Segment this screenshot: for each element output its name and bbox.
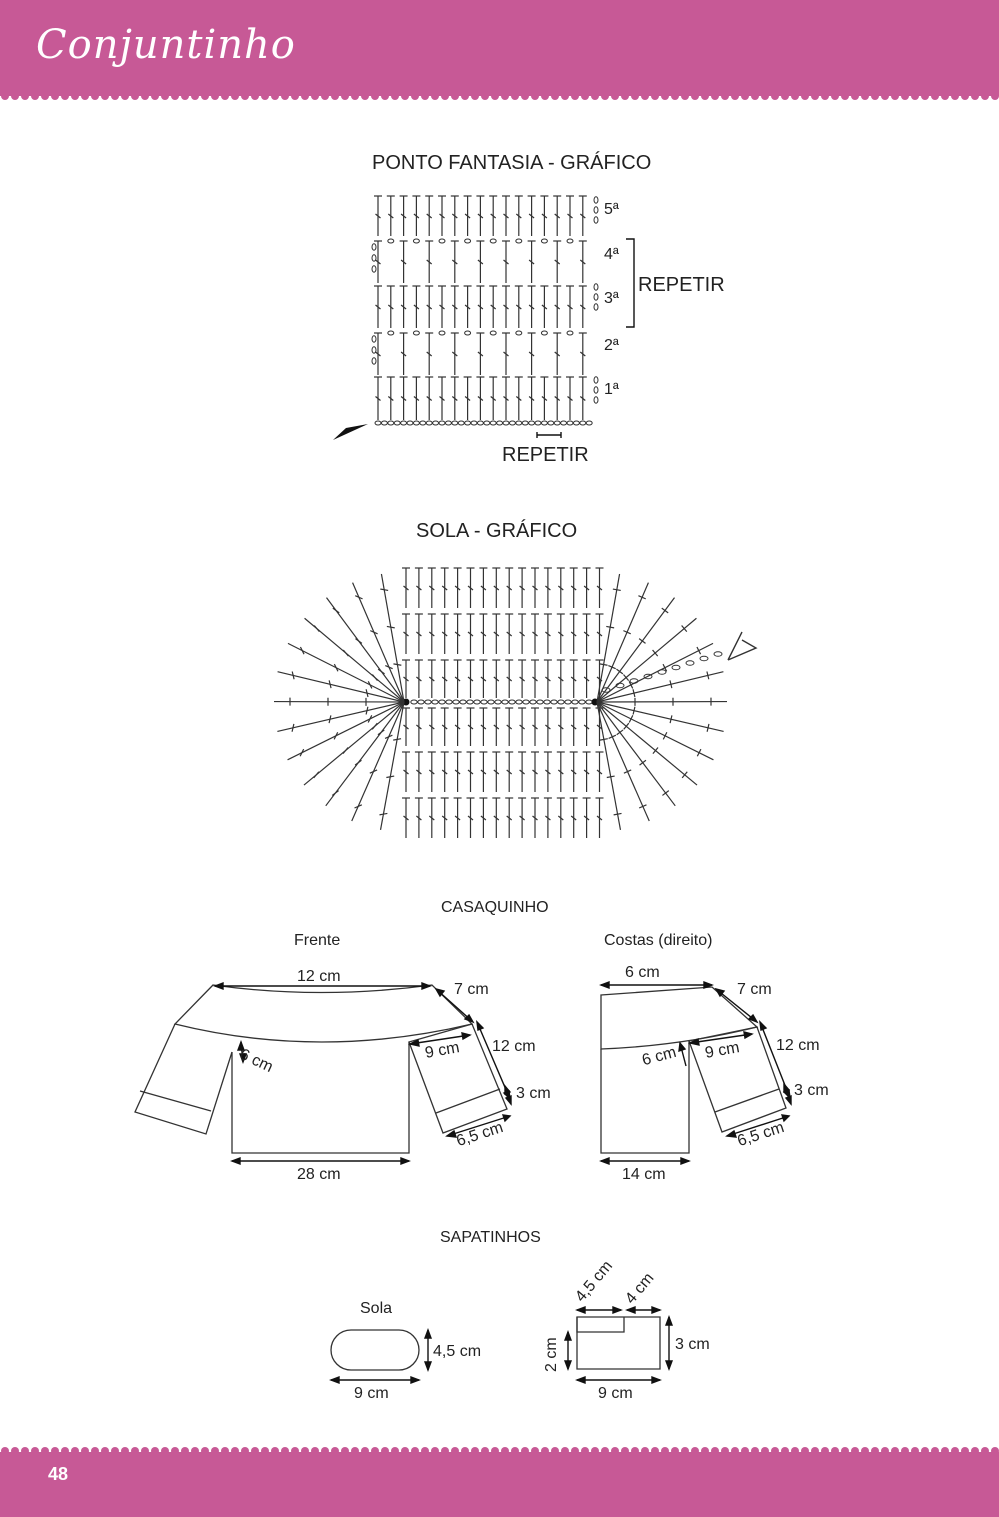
row-label-3: 3ª: [604, 290, 619, 307]
row-label-4: 4ª: [604, 246, 619, 263]
page-title: Conjuntinho: [36, 22, 296, 68]
page-footer: [0, 1452, 999, 1517]
frente-sleeve-length: 12 cm: [492, 1038, 536, 1055]
frente-label: Frente: [294, 932, 341, 949]
lateral-left-height: 2 cm: [543, 1337, 560, 1372]
frente-top-width: 12 cm: [297, 968, 341, 985]
sola-grafico-title: SOLA - GRÁFICO: [416, 520, 578, 542]
costas-cuff: 3 cm: [794, 1082, 829, 1099]
lateral-right-height: 3 cm: [675, 1336, 710, 1353]
page-header: [0, 0, 999, 96]
footer-scallop-edge: [0, 1444, 999, 1454]
costas-shoulder: 7 cm: [737, 981, 772, 998]
casaquinho-title: CASAQUINHO: [441, 899, 549, 916]
row-label-5: 5ª: [604, 201, 619, 218]
frente-shoulder: 7 cm: [454, 981, 489, 998]
lateral-width: 9 cm: [598, 1385, 633, 1402]
header-scallop-edge: [0, 93, 999, 103]
repeat-horizontal-label: REPETIR: [502, 444, 589, 466]
costas-top-width: 6 cm: [625, 964, 660, 981]
frente-cuff: 3 cm: [516, 1085, 551, 1102]
repeat-vertical-label: REPETIR: [638, 274, 725, 296]
ponto-fantasia-title: PONTO FANTASIA - GRÁFICO: [372, 152, 652, 174]
sapatinhos-title: SAPATINHOS: [440, 1229, 541, 1246]
sola-width: 9 cm: [354, 1385, 389, 1402]
page-number: 48: [48, 1464, 69, 1484]
row-label-1: 1ª: [604, 381, 619, 398]
costas-sleeve-length: 12 cm: [776, 1037, 820, 1054]
sola-height: 4,5 cm: [433, 1343, 482, 1360]
costas-body-width: 14 cm: [622, 1166, 666, 1183]
costas-label: Costas (direito): [604, 932, 713, 949]
row-label-2: 2ª: [604, 337, 619, 354]
frente-body-width: 28 cm: [297, 1166, 341, 1183]
sola-label: Sola: [360, 1300, 393, 1317]
